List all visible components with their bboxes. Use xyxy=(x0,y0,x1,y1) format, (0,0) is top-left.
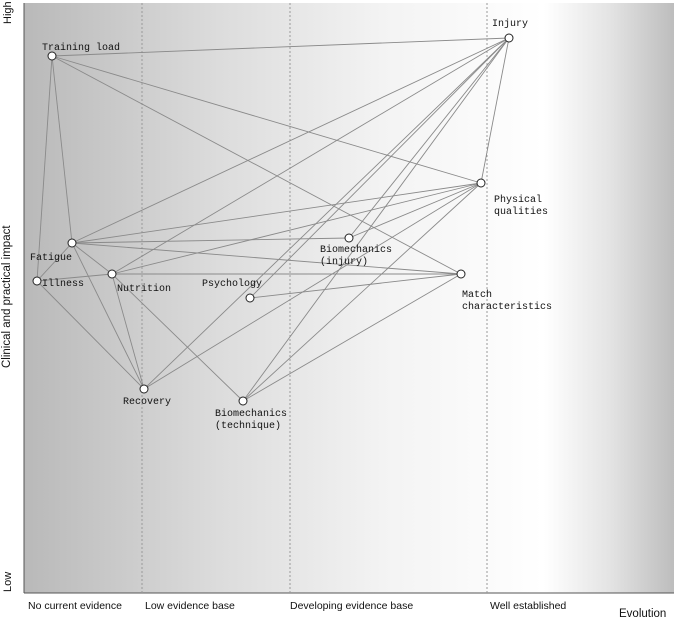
edge-training_load-injury xyxy=(51,37,510,57)
node-label-nutrition: Nutrition xyxy=(117,283,171,295)
edge-nutrition-recovery xyxy=(111,273,145,390)
edge-physical_qualities-recovery xyxy=(143,182,482,390)
node-label-line: Match xyxy=(462,289,492,301)
edge-physical_qualities-nutrition xyxy=(111,182,482,275)
node-biomech-technique xyxy=(238,396,248,406)
y-axis-title: Clinical and practical impact xyxy=(1,225,13,368)
node-label-recovery: Recovery xyxy=(123,397,171,408)
node-psychology xyxy=(245,293,255,303)
node-training-load xyxy=(47,51,57,61)
edge-fatigue-biomech_injury xyxy=(71,237,350,244)
edge-physical_qualities-fatigue xyxy=(71,182,482,244)
zone-label-established: Well established xyxy=(490,600,567,612)
node-label-line: characteristics xyxy=(462,301,552,313)
node-label-training-load: Training load xyxy=(42,42,120,54)
edge-injury-psychology xyxy=(249,37,510,299)
edge-fatigue-recovery xyxy=(71,242,145,390)
node-label-line: Nutrition xyxy=(117,283,171,295)
x-axis-title: Evolution xyxy=(619,608,667,620)
edge-injury-biomech_injury xyxy=(348,37,510,239)
node-label-line: (injury) xyxy=(320,256,368,268)
node-label-psychology: Psychology xyxy=(202,278,262,290)
y-axis-low-label: Low xyxy=(2,571,14,592)
node-label-line: Illness xyxy=(42,278,84,290)
zone-label-low-evidence: Low evidence base xyxy=(145,600,235,612)
edge-nutrition-biomech_technique xyxy=(111,273,244,402)
y-axis-high-label: High xyxy=(2,1,14,24)
node-label-line: Fatigue xyxy=(30,252,72,264)
edge-biomech_technique-match_char xyxy=(242,273,462,402)
edge-injury-physical_qualities xyxy=(480,37,510,184)
edge-injury-recovery xyxy=(143,37,510,390)
edge-physical_qualities-biomech_technique xyxy=(242,182,482,402)
node-label-line: Biomechanics xyxy=(320,244,392,256)
edge-injury-biomech_technique xyxy=(242,37,510,402)
node-fatigue xyxy=(67,238,77,248)
edge-injury-fatigue xyxy=(71,37,510,244)
edge-illness-recovery xyxy=(36,280,145,390)
node-label-line: qualities xyxy=(494,206,548,218)
edge-fatigue-match_char xyxy=(71,242,462,275)
node-illness xyxy=(32,276,42,286)
node-nutrition xyxy=(107,269,117,279)
node-label-illness: Illness xyxy=(42,278,84,290)
node-label-biomech-technique: Biomechanics(technique) xyxy=(215,408,287,432)
edge-psychology-match_char xyxy=(249,273,462,299)
node-label-fatigue: Fatigue xyxy=(30,252,72,264)
zone-label-developing: Developing evidence base xyxy=(290,600,414,612)
node-label-injury: Injury xyxy=(492,18,528,30)
node-label-line: Recovery xyxy=(123,397,171,408)
edge-training_load-illness xyxy=(36,55,53,282)
edge-physical_qualities-biomech_injury xyxy=(348,182,482,239)
edge-illness-nutrition xyxy=(36,273,113,282)
edge-training_load-fatigue xyxy=(51,55,73,244)
node-biomech-injury xyxy=(344,233,354,243)
node-injury xyxy=(504,33,514,43)
node-match-char xyxy=(456,269,466,279)
node-recovery xyxy=(139,384,149,394)
node-label-line: Psychology xyxy=(202,278,262,290)
node-label-line: Training load xyxy=(42,42,120,54)
edge-fatigue-nutrition xyxy=(71,242,113,275)
node-physical-qualities xyxy=(476,178,486,188)
plot-background xyxy=(24,3,674,593)
node-label-line: Physical xyxy=(494,194,542,206)
edge-fatigue-illness xyxy=(36,242,73,282)
node-label-biomech-injury: Biomechanics(injury) xyxy=(320,244,392,268)
node-label-line: Biomechanics xyxy=(215,408,287,420)
connection-lines xyxy=(36,37,510,402)
node-label-line: (technique) xyxy=(215,420,281,432)
edge-injury-nutrition xyxy=(111,37,510,275)
zone-label-no-evidence: No current evidence xyxy=(28,600,122,612)
node-label-line: Injury xyxy=(492,18,528,30)
edge-training_load-match_char xyxy=(51,55,462,275)
